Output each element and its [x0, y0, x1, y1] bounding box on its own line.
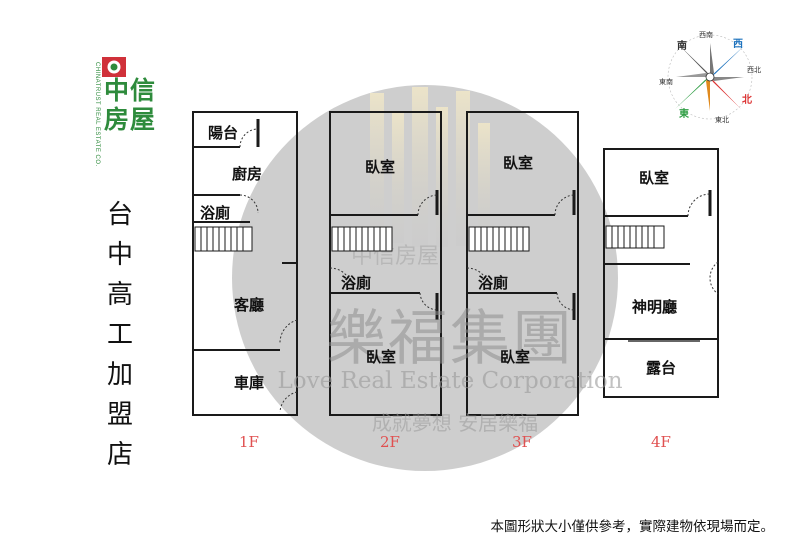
room-label-shrine: 神明廳	[632, 298, 678, 316]
logo-brand: 中信 房屋	[104, 76, 156, 134]
room-label-bedroom: 臥室	[503, 154, 534, 172]
room-label-bath: 浴廁	[341, 274, 372, 292]
room-label-bath: 浴廁	[478, 274, 509, 292]
room-label-balcony: 陽台	[208, 124, 239, 142]
logo-brand-line1: 中信	[104, 76, 157, 105]
store-char: 工	[106, 320, 133, 350]
compass-label: 西南	[699, 31, 713, 39]
plan-3f-outline	[466, 111, 579, 416]
room-label-bedroom: 臥室	[366, 348, 397, 366]
floor-label-1f: 1F	[239, 433, 259, 451]
logo-emblem-icon	[102, 57, 126, 77]
watermark-slogan: 成就夢想 安居樂福	[371, 411, 539, 435]
compass-label: 東	[679, 109, 689, 120]
compass: 西南 西 西北 北 東北 東 東南 南	[655, 27, 765, 127]
compass-label: 東北	[715, 116, 729, 124]
room-label-bath: 浴廁	[200, 204, 231, 222]
plan-2f-outline	[329, 111, 442, 416]
room-label-bedroom: 臥室	[365, 158, 396, 176]
store-char: 中	[106, 240, 133, 270]
watermark-main: 樂福集團	[326, 304, 574, 374]
compass-label: 北	[742, 95, 752, 106]
floor-label-3f: 3F	[512, 433, 532, 451]
watermark-english: Love Real Estate Corporation	[277, 368, 623, 394]
store-char: 台	[106, 200, 133, 230]
compass-label: 南	[677, 41, 687, 52]
chinatrust-logo: 中信 房屋 CHINATRUST REAL ESTATE CO.	[86, 56, 166, 171]
logo-brand-line2: 房屋	[104, 105, 157, 134]
footer-disclaimer: 本圖形狀大小僅供參考，實際建物依現場而定。	[490, 519, 775, 535]
store-char: 高	[106, 280, 133, 310]
room-label-bedroom: 臥室	[639, 169, 670, 187]
floor-label-4f: 4F	[651, 433, 671, 451]
compass-label: 西北	[747, 66, 761, 74]
floor-label-2f: 2F	[380, 433, 400, 451]
store-char: 加	[106, 360, 133, 390]
room-label-living: 客廳	[234, 296, 265, 314]
store-char: 盟	[106, 400, 133, 430]
store-char: 店	[106, 440, 133, 470]
room-label-bedroom: 臥室	[500, 348, 531, 366]
room-label-garage: 車庫	[234, 374, 265, 392]
room-label-kitchen: 廚房	[232, 165, 263, 183]
compass-label: 東南	[659, 78, 673, 86]
plan-4f-outline	[603, 148, 719, 398]
stair-treads	[200, 226, 655, 251]
compass-rose-icon	[667, 34, 753, 120]
room-label-terrace: 露台	[646, 359, 677, 377]
compass-label: 西	[733, 39, 743, 50]
store-name: 台 中 高 工 加 盟 店	[100, 195, 140, 475]
